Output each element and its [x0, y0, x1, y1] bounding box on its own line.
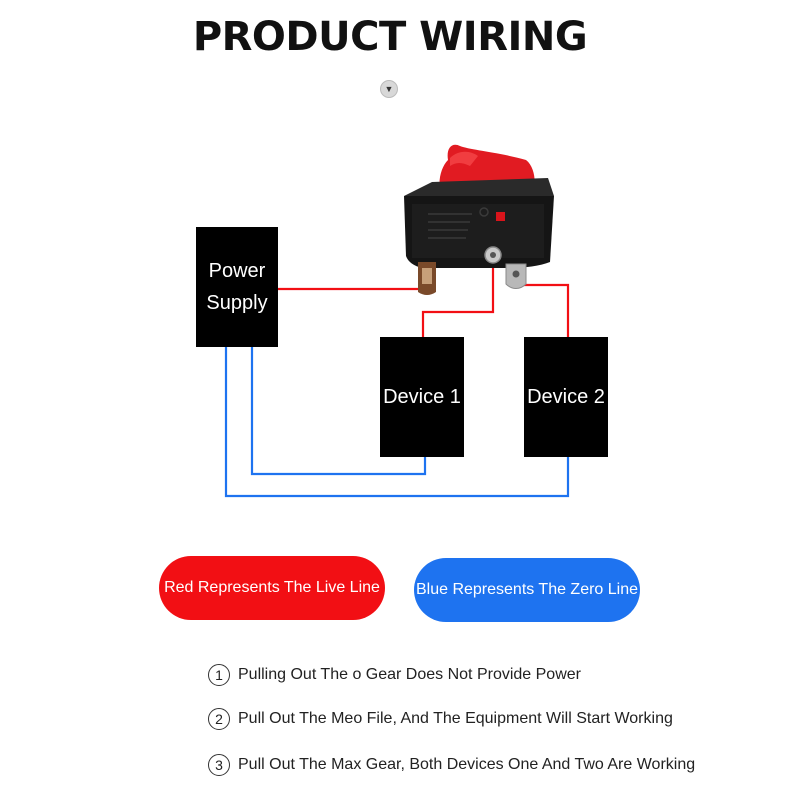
note-text: Pull Out The Meo File, And The Equipment… [238, 710, 673, 727]
page-title: PRODUCT WIRING [192, 14, 588, 60]
note-item: 1 Pulling Out The o Gear Does Not Provid… [208, 664, 581, 686]
note-item: 2 Pull Out The Meo File, And The Equipme… [208, 708, 673, 730]
note-number: 2 [208, 708, 230, 730]
live-wire-supply-switch [278, 278, 430, 291]
live-line-legend: Red Represents The Live Line [159, 556, 385, 620]
note-number: 3 [208, 754, 230, 776]
note-text: Pulling Out The o Gear Does Not Provide … [238, 666, 581, 683]
note-text: Pull Out The Max Gear, Both Devices One … [238, 756, 696, 773]
zero-wires [224, 346, 570, 498]
rocker-switch-icon [404, 144, 554, 295]
note-item: 3 Pull Out The Max Gear, Both Devices On… [208, 754, 695, 776]
device-2-box: Device 2 [524, 337, 608, 457]
live-wire-switch-device1 [421, 258, 495, 337]
note-number: 1 [208, 664, 230, 686]
device-1-box: Device 1 [380, 337, 464, 457]
zero-wire-device1 [250, 346, 427, 476]
power-supply-box: Power Supply [196, 227, 278, 347]
chevron-down-icon: ▼ [380, 80, 398, 98]
zero-line-legend: Blue Represents The Zero Line [414, 558, 640, 622]
live-wire-switch-device2 [515, 283, 570, 337]
zero-wire-device2 [224, 346, 570, 498]
